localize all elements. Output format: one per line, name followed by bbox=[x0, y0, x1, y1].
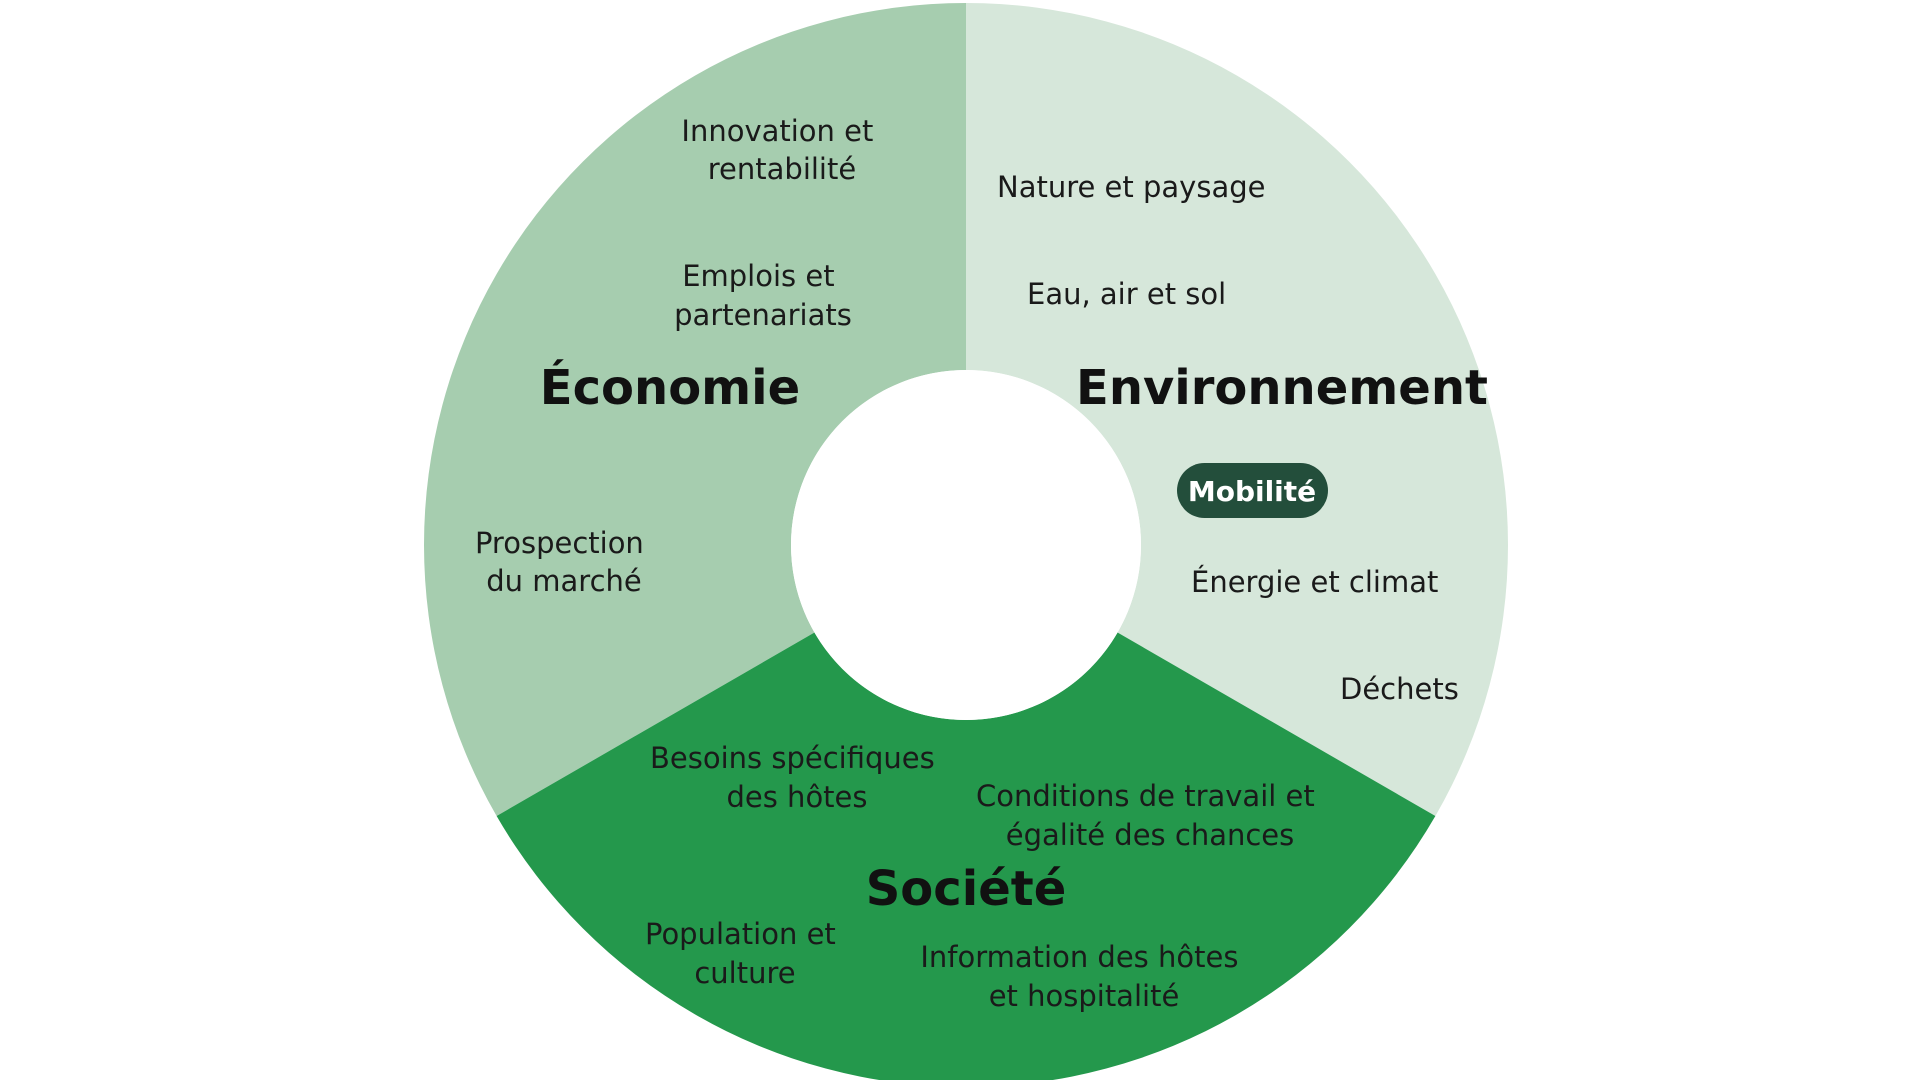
item-besoins-specifiques: Besoins spécifiques des hôtes bbox=[650, 741, 944, 814]
item-emplois-partenariats: Emplois et partenariats bbox=[674, 259, 852, 332]
segment-title-economie: Économie bbox=[540, 359, 800, 416]
item-prospection-marche: Prospection du marché bbox=[475, 526, 653, 598]
item-eau-air-sol: Eau, air et sol bbox=[1027, 277, 1226, 311]
segment-societe bbox=[496, 632, 1436, 1080]
item-conditions-travail: Conditions de travail et égalité des cha… bbox=[976, 779, 1324, 852]
highlight-badge-label: Mobilité bbox=[1188, 475, 1316, 508]
item-nature-paysage: Nature et paysage bbox=[997, 170, 1265, 204]
highlight-badge-bg bbox=[1177, 463, 1328, 518]
segment-economie bbox=[424, 3, 966, 816]
item-population-culture: Population et culture bbox=[645, 917, 845, 990]
highlight-badge-mobilite: Mobilité bbox=[1177, 463, 1328, 518]
donut-center-hole bbox=[791, 370, 1141, 720]
item-information-hotes: Information des hôtes et hospitalité bbox=[920, 940, 1247, 1013]
item-innovation-rentabilite: Innovation et rentabilité bbox=[681, 114, 882, 186]
segment-title-environnement: Environnement bbox=[1076, 360, 1488, 416]
segment-environnement bbox=[966, 3, 1508, 816]
item-energie-climat: Énergie et climat bbox=[1191, 565, 1438, 599]
segment-title-societe: Société bbox=[866, 861, 1067, 917]
item-dechets: Déchets bbox=[1340, 672, 1459, 706]
